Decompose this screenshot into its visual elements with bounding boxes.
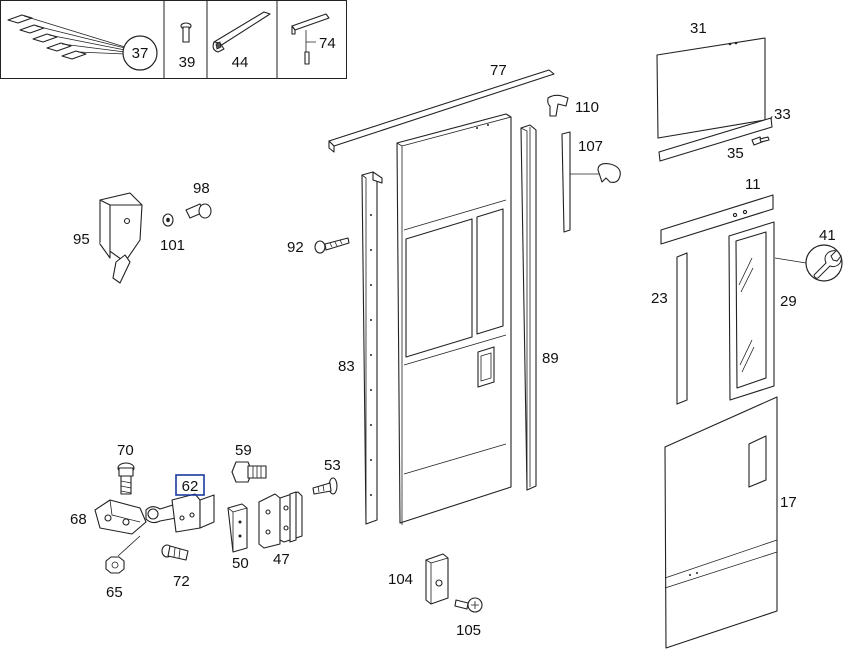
- part-11-top-strip[interactable]: [660, 194, 774, 245]
- callout-77[interactable]: 77: [490, 62, 507, 79]
- callout-62-highlight[interactable]: [175, 474, 205, 496]
- callout-104[interactable]: 104: [388, 571, 413, 588]
- part-35-screw[interactable]: [751, 136, 770, 146]
- part-89-seal-profile[interactable]: [520, 124, 537, 491]
- callout-92[interactable]: 92: [287, 239, 304, 256]
- part-65-nut[interactable]: [105, 535, 141, 574]
- part-72-bolt[interactable]: [161, 544, 189, 561]
- callout-59[interactable]: 59: [235, 442, 252, 459]
- part-74-clip[interactable]: [291, 13, 330, 65]
- callout-110[interactable]: 110: [575, 99, 599, 116]
- callout-31[interactable]: 31: [690, 20, 707, 37]
- callout-35[interactable]: 35: [727, 145, 744, 162]
- part-83-side-rail[interactable]: [361, 171, 383, 525]
- callout-62[interactable]: 62: [182, 478, 199, 495]
- callout-41[interactable]: 41: [819, 227, 836, 244]
- part-92-screw[interactable]: [314, 237, 350, 254]
- part-53-screw[interactable]: [312, 477, 338, 495]
- wrench-icon[interactable]: [774, 244, 843, 282]
- part-33-strip[interactable]: [658, 115, 773, 162]
- part-98-bolt[interactable]: [185, 203, 212, 219]
- callout-17[interactable]: 17: [780, 494, 797, 511]
- callout-33[interactable]: 33: [774, 106, 791, 123]
- callout-101[interactable]: 101: [160, 237, 185, 254]
- part-104-mounting-plate[interactable]: [425, 553, 449, 605]
- callout-29[interactable]: 29: [780, 293, 797, 310]
- part-95-bracket[interactable]: [99, 192, 143, 284]
- callout-70[interactable]: 70: [117, 442, 134, 459]
- callout-47[interactable]: 47: [273, 551, 290, 568]
- callout-83[interactable]: 83: [338, 358, 355, 375]
- door-leaf[interactable]: [396, 113, 512, 525]
- callout-74[interactable]: 74: [319, 35, 336, 52]
- callout-53[interactable]: 53: [324, 457, 341, 474]
- part-39-screw[interactable]: [180, 22, 192, 43]
- callout-107[interactable]: 107: [578, 138, 603, 155]
- part-77-top-rail[interactable]: [328, 69, 555, 153]
- callout-50[interactable]: 50: [232, 555, 249, 572]
- callout-11[interactable]: 11: [745, 176, 761, 193]
- part-68-hinge-bracket[interactable]: [94, 499, 147, 535]
- callout-23[interactable]: 23: [651, 290, 668, 307]
- callout-65[interactable]: 65: [106, 584, 123, 601]
- part-101-washer[interactable]: [162, 213, 174, 227]
- part-70-bolt[interactable]: [117, 462, 135, 495]
- part-31-glass-panel[interactable]: [656, 37, 766, 139]
- part-59-bolt[interactable]: [231, 461, 267, 483]
- part-50-spacer-plate[interactable]: [227, 503, 248, 553]
- callout-37[interactable]: 37: [132, 45, 149, 62]
- part-44-rubber-seal[interactable]: [212, 11, 271, 53]
- part-105-screw[interactable]: [454, 597, 483, 613]
- callout-44[interactable]: 44: [232, 54, 249, 71]
- part-37-block-set[interactable]: [7, 14, 158, 71]
- part-29-window-frame[interactable]: [728, 221, 775, 401]
- callout-105[interactable]: 105: [456, 622, 481, 639]
- inset-table: [0, 0, 347, 79]
- callout-39[interactable]: 39: [179, 54, 196, 71]
- part-17-lower-panel[interactable]: [664, 396, 778, 649]
- part-47-hinge-leaf[interactable]: [258, 491, 303, 549]
- callout-95[interactable]: 95: [73, 231, 90, 248]
- callout-72[interactable]: 72: [173, 573, 190, 590]
- callout-98[interactable]: 98: [193, 180, 210, 197]
- part-107-guide-strip[interactable]: [561, 131, 621, 233]
- part-110-stopper[interactable]: [547, 94, 569, 117]
- part-23-vertical-strip[interactable]: [676, 252, 688, 405]
- callout-68[interactable]: 68: [70, 511, 87, 528]
- callout-89[interactable]: 89: [542, 350, 559, 367]
- part-62-hinge[interactable]: [145, 493, 215, 533]
